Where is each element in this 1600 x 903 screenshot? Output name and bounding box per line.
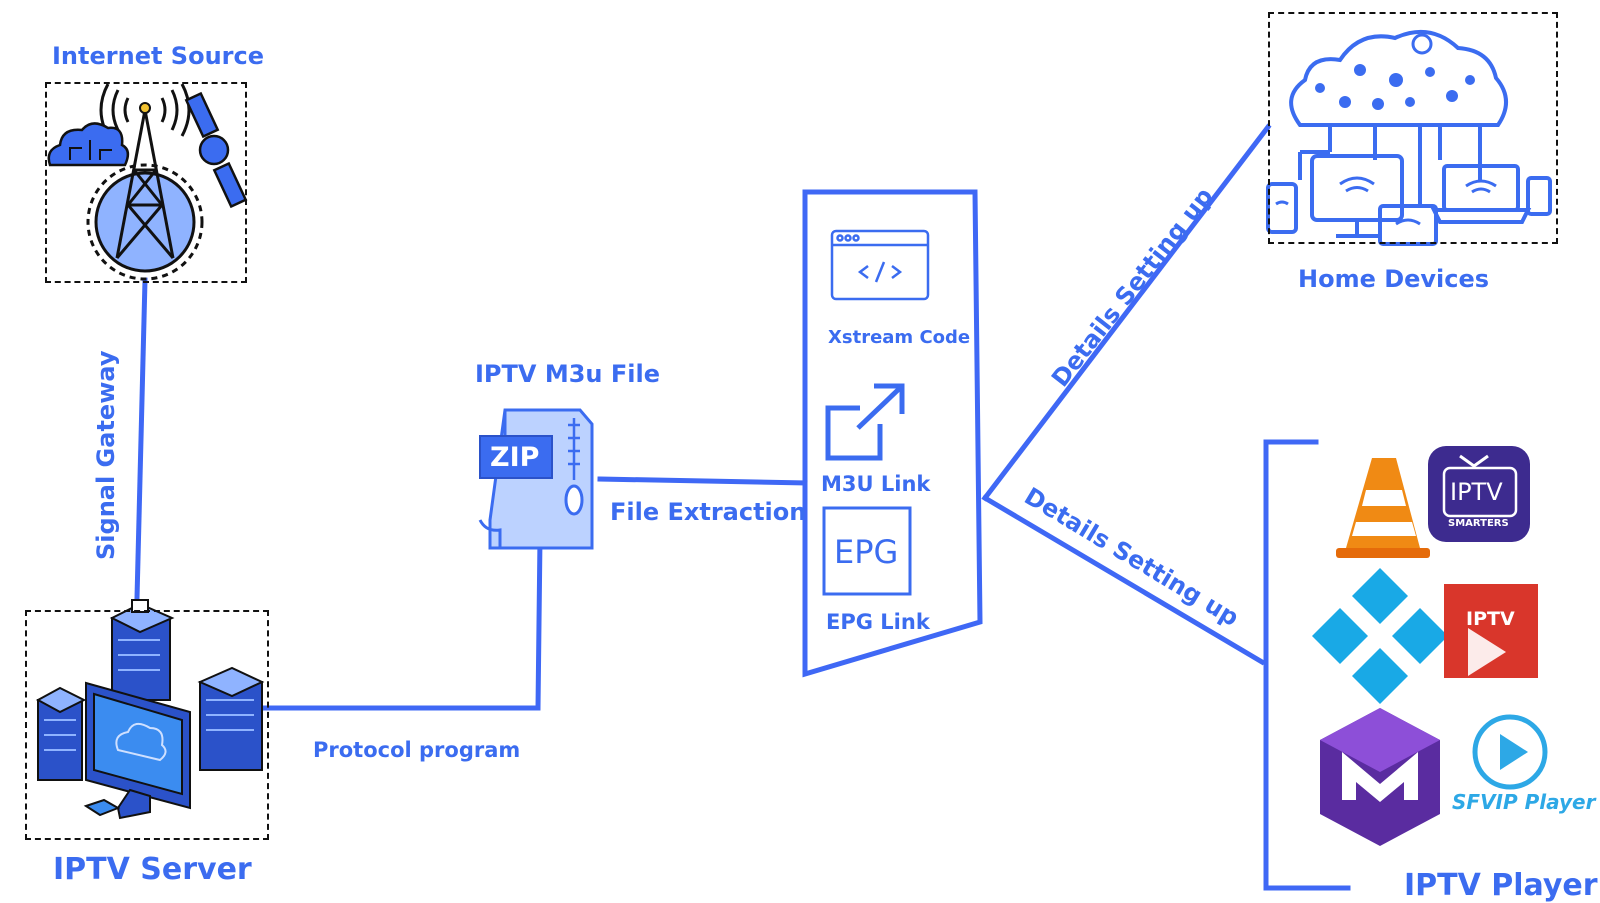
cloud-network-icon bbox=[1289, 30, 1508, 208]
epg-icon bbox=[822, 506, 912, 596]
file-extraction-label: File Extraction bbox=[610, 498, 807, 526]
cloud-service-icons bbox=[1315, 33, 1475, 110]
antenna-tower-icon bbox=[86, 83, 204, 281]
kodi-logo-icon bbox=[1312, 568, 1448, 704]
sfvip-player-label: SFVIP Player bbox=[1452, 790, 1596, 814]
epg-link-label: EPG Link bbox=[826, 610, 930, 634]
player-bracket bbox=[1263, 439, 1351, 891]
iptv-red-logo-text: IPTV bbox=[1466, 608, 1515, 630]
details-connector-top bbox=[981, 123, 1272, 502]
iptv-server-box bbox=[25, 610, 269, 840]
details-connector-bottom bbox=[981, 494, 1266, 666]
internet-source-box bbox=[45, 82, 247, 283]
iptv-smarters-logo-subtext: SMARTERS bbox=[1448, 518, 1509, 529]
iptv-smarters-logo-text: IPTV bbox=[1450, 478, 1503, 506]
satellite-icon bbox=[184, 91, 248, 209]
home-devices-label: Home Devices bbox=[1298, 265, 1490, 293]
magic-player-logo-icon bbox=[1320, 708, 1440, 846]
devices-icon bbox=[1266, 154, 1552, 246]
iptv-player-label: IPTV Player bbox=[1404, 868, 1598, 903]
zip-file-icon bbox=[478, 408, 594, 550]
signal-gateway-label: Signal Gateway bbox=[92, 350, 120, 560]
iptv-server-label: IPTV Server bbox=[53, 852, 252, 887]
code-window-icon bbox=[830, 229, 930, 301]
signal-gateway-connector bbox=[134, 277, 148, 601]
epg-icon-text: EPG bbox=[834, 533, 899, 571]
wifi-icons bbox=[1275, 176, 1497, 226]
iptv-red-logo-icon bbox=[1444, 584, 1538, 678]
home-devices-box bbox=[1268, 12, 1558, 244]
vlc-logo-icon bbox=[1336, 458, 1430, 558]
extraction-connector bbox=[597, 476, 808, 486]
zip-icon-text: ZIP bbox=[490, 442, 540, 473]
iptv-m3u-file-label: IPTV M3u File bbox=[475, 360, 660, 388]
internet-source-label: Internet Source bbox=[52, 42, 264, 70]
iptv-smarters-logo-icon bbox=[1428, 446, 1530, 542]
m3u-link-label: M3U Link bbox=[821, 472, 931, 496]
external-link-icon bbox=[825, 383, 905, 461]
protocol-program-label: Protocol program bbox=[313, 738, 521, 762]
cloud-circuit-icon bbox=[47, 122, 130, 167]
sfvip-logo-icon bbox=[1472, 714, 1548, 790]
protocol-connector bbox=[259, 535, 543, 711]
xstream-code-label: Xstream Code bbox=[828, 327, 971, 348]
link-panel-outline bbox=[802, 189, 983, 678]
